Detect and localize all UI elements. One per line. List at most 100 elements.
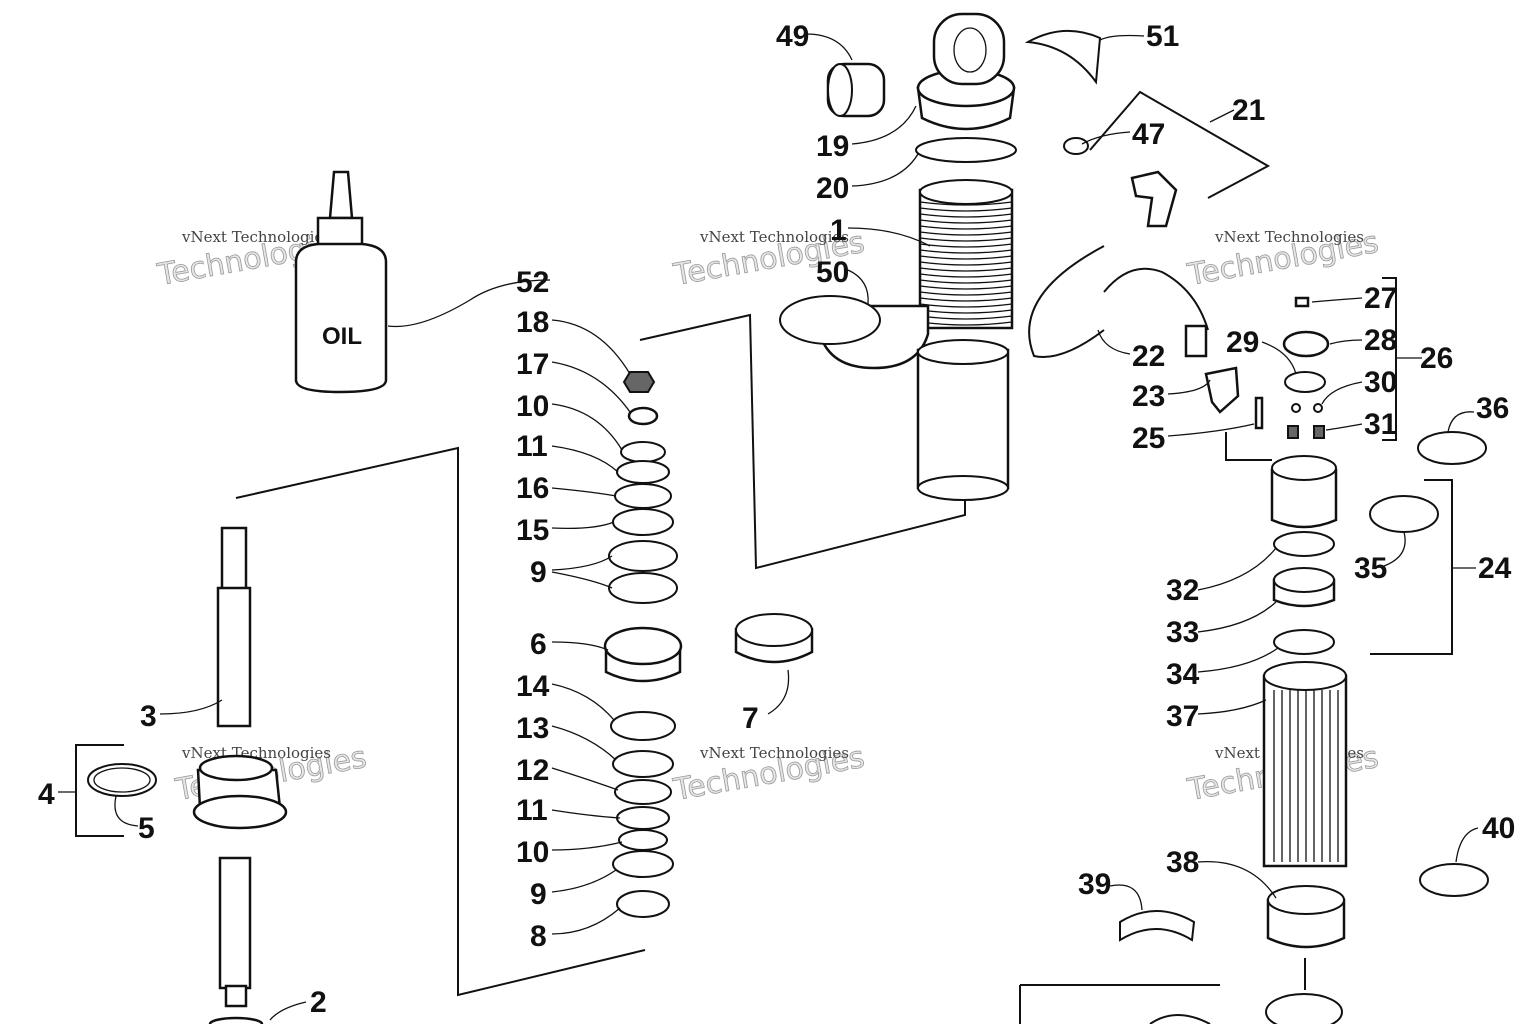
leader-10b xyxy=(551,841,623,851)
callout-33: 33 xyxy=(1166,616,1199,649)
part-4-bearing-base xyxy=(192,794,288,830)
part-24-cap-top xyxy=(1271,455,1337,481)
spring-coil xyxy=(919,279,1013,284)
callout-2: 2 xyxy=(310,986,327,1019)
leader-29 xyxy=(1261,341,1297,375)
leader-3 xyxy=(159,699,223,715)
part-17-washer xyxy=(627,406,659,426)
part-9-shim-2 xyxy=(608,572,678,604)
callout-34: 34 xyxy=(1166,658,1200,691)
part-8-washer xyxy=(616,890,670,918)
part-40-ring xyxy=(1419,863,1489,897)
bottom-cap xyxy=(1265,993,1343,1024)
hose-assembly xyxy=(1028,90,1271,414)
watermark-small: vNext Technologies xyxy=(699,744,849,762)
leader-35 xyxy=(1383,531,1406,567)
leader-51 xyxy=(1099,34,1145,41)
shaft-to-stack-line xyxy=(235,446,646,997)
spring-coil xyxy=(919,231,1013,236)
part-36-ring xyxy=(1417,431,1487,465)
callout-8: 8 xyxy=(530,920,547,953)
callout-15: 15 xyxy=(516,514,549,547)
leader-31 xyxy=(1325,423,1363,431)
callout-10b: 10 xyxy=(516,836,549,869)
callout-7: 7 xyxy=(742,702,759,735)
leader-49 xyxy=(805,33,853,61)
spring-coil xyxy=(919,291,1013,296)
leader-17 xyxy=(551,361,631,413)
callout-38: 38 xyxy=(1166,846,1199,879)
shock-body xyxy=(779,12,1102,501)
part-19-eyelet-hole xyxy=(953,27,987,73)
part-10-shim-2 xyxy=(618,829,668,851)
assembly-lines xyxy=(235,313,1306,1024)
part-21-elbow xyxy=(1130,170,1178,228)
part-23-fitting xyxy=(1184,324,1208,358)
spring-coil xyxy=(919,207,1013,212)
callout-25: 25 xyxy=(1132,422,1165,455)
leader-20 xyxy=(851,153,919,187)
spring-coil xyxy=(919,219,1013,224)
callout-19: 19 xyxy=(816,130,849,163)
leader-16 xyxy=(551,487,617,497)
leader-9c xyxy=(551,869,617,893)
callout-35: 35 xyxy=(1354,552,1387,585)
part-49-bushing-end xyxy=(827,63,853,117)
callout-21: 21 xyxy=(1232,94,1265,127)
callout-32: 32 xyxy=(1166,574,1199,607)
shaft-thread-bottom xyxy=(224,984,248,1008)
part-4-bearing-top xyxy=(198,754,274,782)
callout-29: 29 xyxy=(1226,326,1259,359)
callout-4: 4 xyxy=(38,778,55,811)
callout-40: 40 xyxy=(1482,812,1515,845)
callout-28: 28 xyxy=(1364,324,1397,357)
callout-18: 18 xyxy=(516,306,549,339)
leader-38 xyxy=(1197,860,1277,899)
callout-12: 12 xyxy=(516,754,549,787)
part-22-hose-a xyxy=(1028,245,1105,358)
leader-14 xyxy=(551,683,615,721)
part-35-ring xyxy=(1369,495,1439,533)
callout-39: 39 xyxy=(1078,868,1111,901)
callout-24: 24 xyxy=(1478,552,1512,585)
part-30-ball xyxy=(1291,403,1301,413)
leader-15 xyxy=(551,521,615,530)
part-2-bumper xyxy=(208,1016,264,1024)
part-14-shim xyxy=(610,711,676,741)
reservoir-ribs xyxy=(1273,690,1339,862)
callout-6: 6 xyxy=(530,628,547,661)
part-31-spring-2 xyxy=(1313,425,1325,439)
part-22-hose-b xyxy=(1103,267,1209,331)
callout-11: 11 xyxy=(516,430,548,463)
part-13-shim xyxy=(612,750,674,778)
oil-bottle-body xyxy=(294,242,388,394)
callout-1: 1 xyxy=(830,214,847,247)
shaft-upper xyxy=(216,586,252,728)
leader-5 xyxy=(114,795,139,827)
piston-to-body-line xyxy=(639,313,966,570)
part-20-oring xyxy=(915,137,1017,163)
spring-coil xyxy=(919,297,1013,302)
part-1-lower-top xyxy=(917,339,1009,365)
leader-25 xyxy=(1167,423,1255,437)
leader-22 xyxy=(1097,329,1131,355)
spring-coil xyxy=(919,273,1013,278)
leader-23 xyxy=(1167,379,1211,395)
part-24-cap-body xyxy=(1270,468,1338,529)
callout-50: 50 xyxy=(816,256,849,289)
callout-5: 5 xyxy=(138,812,155,845)
part-18-nut xyxy=(622,371,656,393)
spring-coil xyxy=(919,255,1013,260)
part-37-reservoir-top xyxy=(1263,661,1347,691)
bracket-4 xyxy=(75,744,124,837)
leader-39 xyxy=(1109,884,1143,911)
leader-47 xyxy=(1081,131,1131,145)
reservoir-cap xyxy=(1225,277,1487,655)
part-12-shim xyxy=(614,779,672,805)
part-30-ball-2 xyxy=(1313,403,1323,413)
callout-17: 17 xyxy=(516,348,549,381)
leader-2 xyxy=(269,1001,307,1021)
leader-11b xyxy=(551,809,621,819)
reservoir xyxy=(1119,661,1489,1024)
